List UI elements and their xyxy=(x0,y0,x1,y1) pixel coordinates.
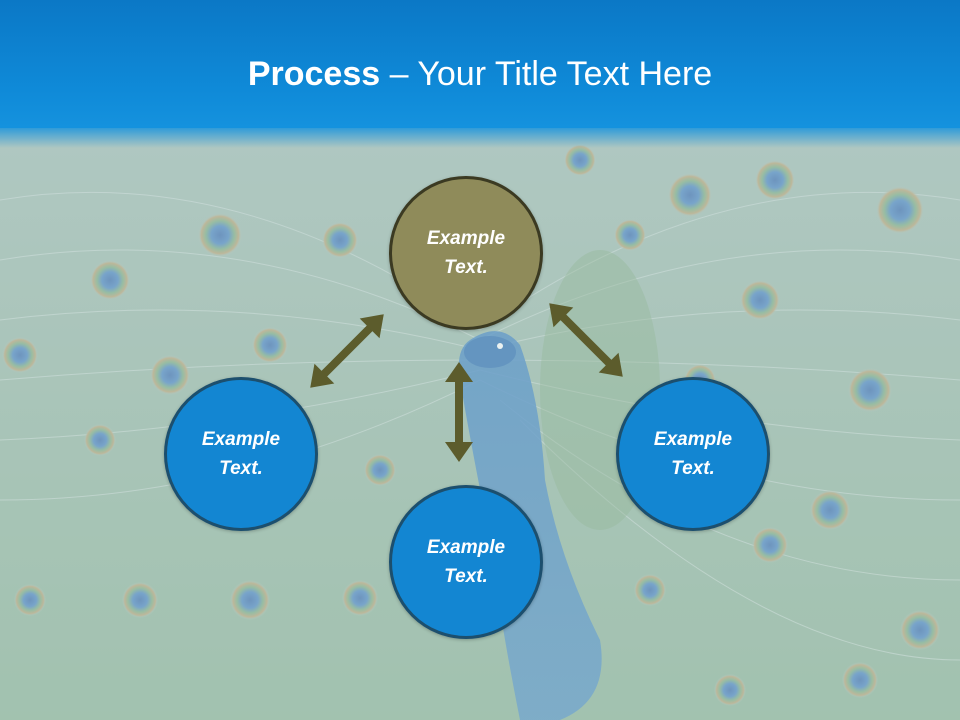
title-bar xyxy=(0,0,960,128)
slide-title-bold: Process xyxy=(247,55,381,93)
process-node-top[interactable]: Example Text. xyxy=(389,176,543,330)
process-node-right[interactable]: Example Text. xyxy=(616,377,770,531)
process-node-bottom[interactable]: Example Text. xyxy=(389,485,543,639)
title-bar-fade xyxy=(0,126,960,148)
slide-title-rest: – Your Title Text Here xyxy=(380,55,713,93)
process-node-left[interactable]: Example Text. xyxy=(164,377,318,531)
slide-title: Process – Your Title Text Here xyxy=(0,52,960,96)
